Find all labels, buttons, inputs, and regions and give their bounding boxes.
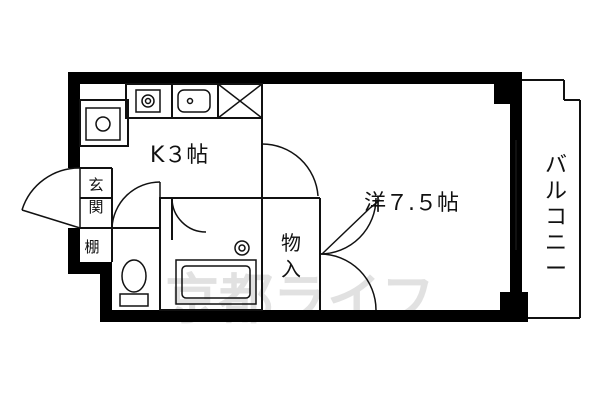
fridge-space-icon xyxy=(217,83,263,119)
washer-pan-icon xyxy=(85,107,121,141)
balcony-label: バ ル コ ニ ー xyxy=(545,153,567,282)
balcony-char: ー xyxy=(545,257,567,282)
balcony-char: バ xyxy=(545,153,567,178)
toilet-icon xyxy=(119,259,149,307)
balcony-char: コ xyxy=(545,205,567,230)
bathtub-icon xyxy=(175,259,257,305)
outer-walls xyxy=(68,72,528,322)
interior-walls xyxy=(79,79,581,319)
genkan-label-2: 関 xyxy=(88,198,103,216)
drain-icon xyxy=(234,240,250,256)
genkan-label-1: 玄 xyxy=(88,176,103,194)
shelf-label: 棚 xyxy=(84,238,99,256)
sink-icon xyxy=(177,89,211,113)
western-room-label: 洋７.５帖 xyxy=(364,191,459,216)
balcony-char: ニ xyxy=(545,231,567,256)
kitchen-label: K３帖 xyxy=(150,143,208,168)
storage-label-2: 入 xyxy=(281,257,301,281)
stove-icon xyxy=(135,89,161,113)
balcony-char: ル xyxy=(545,179,567,204)
door-swings xyxy=(21,143,381,311)
storage-label-1: 物 xyxy=(281,231,301,255)
